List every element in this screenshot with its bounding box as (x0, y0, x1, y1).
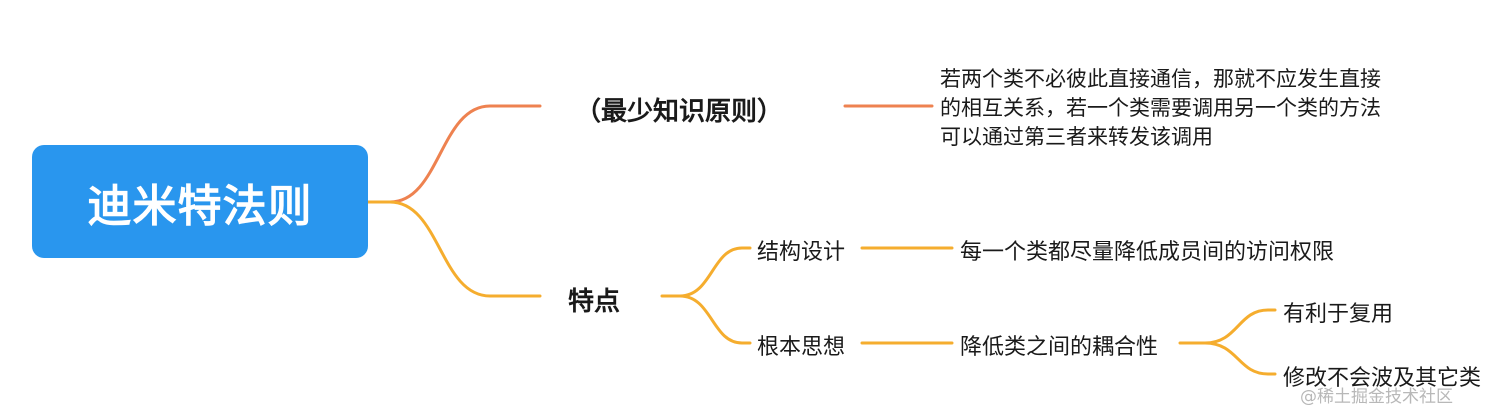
structure-design-node[interactable]: 结构设计 (757, 240, 846, 265)
watermark: @稀土掘金技术社区 (1300, 387, 1453, 407)
features-node[interactable]: 特点 (568, 287, 621, 317)
connector-root-to-alias (366, 104, 542, 204)
description-line: 若两个类不必彼此直接通信，那就不应发生直接 (940, 67, 1381, 91)
alias-node[interactable]: （最少知识原则） (575, 97, 784, 127)
description-line: 可以通过第三者来转发该调用 (940, 125, 1213, 149)
structure-detail-node[interactable]: 每一个类都尽量降低成员间的访问权限 (960, 240, 1335, 265)
connector-features-to-idea (678, 294, 752, 345)
root-node[interactable]: 迪米特法则 (32, 145, 368, 258)
connector-detail-to-benefit-2 (1203, 341, 1277, 376)
connector-detail-to-benefit-1 (1178, 308, 1277, 345)
benefit-isolation-node[interactable]: 修改不会波及其它类 (1283, 366, 1482, 391)
connector-root-to-features (366, 200, 542, 298)
connector-features-to-structure (660, 246, 752, 298)
description-line: 的相互关系，若一个类需要调用另一个类的方法 (940, 96, 1381, 120)
core-idea-node[interactable]: 根本思想 (757, 335, 846, 360)
core-idea-detail-node[interactable]: 降低类之间的耦合性 (960, 335, 1159, 360)
alias-description[interactable]: 若两个类不必彼此直接通信，那就不应发生直接 的相互关系，若一个类需要调用另一个类… (940, 65, 1381, 152)
benefit-reuse-node[interactable]: 有利于复用 (1283, 302, 1394, 327)
